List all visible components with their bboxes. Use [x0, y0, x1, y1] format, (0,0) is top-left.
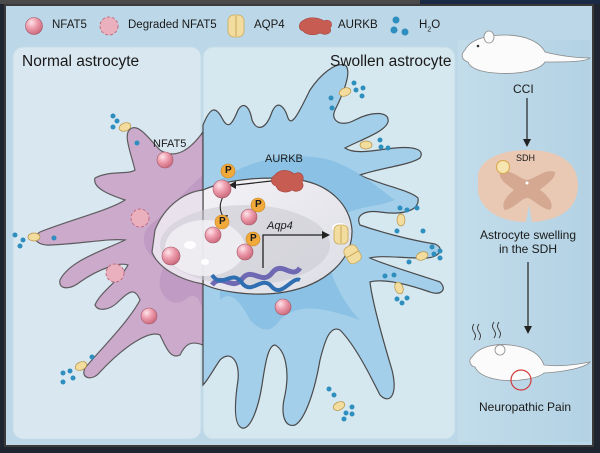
legend-icons: [25, 14, 409, 38]
astrocyte-swelling-label: Astrocyte swelling in the SDH: [479, 228, 577, 256]
nfat5-icon: [161, 246, 181, 266]
aurkb-label: AURKB: [265, 153, 303, 165]
legend-label-nfat5: NFAT5: [52, 19, 87, 31]
nfat5-icon: [156, 151, 174, 169]
degraded-nfat5-icon: [130, 208, 150, 228]
nfat5-icon: [274, 298, 292, 316]
nfat5-icon: [236, 243, 254, 261]
legend-aurkb-icon: [299, 17, 332, 36]
legend-label-aurkb: AURKB: [338, 19, 378, 31]
normal-astrocyte-title: Normal astrocyte: [22, 53, 140, 70]
legend-degraded-nfat5-icon: [99, 16, 119, 36]
pain-mouse-icon: [469, 321, 592, 391]
nfat5-icon: [212, 179, 232, 199]
legend-label-aqp4: AQP4: [254, 19, 285, 31]
neuropathic-pain-label: Neuropathic Pain: [479, 400, 572, 414]
phospho-label: P: [250, 233, 257, 244]
mouse-icon: [461, 30, 592, 74]
cci-label: CCI: [513, 82, 534, 96]
swollen-astrocyte-title: Swollen astrocyte: [330, 53, 452, 70]
aurkb-icon: [271, 170, 304, 193]
nfat5-icon: [204, 226, 222, 244]
phospho-groups: [214, 163, 266, 247]
sdh-label: SDH: [516, 153, 536, 163]
legend-label-water: H2O: [419, 19, 441, 34]
nfat5-icon: [240, 208, 258, 226]
dna-helix-icon: [210, 265, 303, 292]
nfat5-molecules: [140, 151, 292, 325]
phospho-label: P: [225, 165, 232, 176]
aqp4-channels: [333, 224, 362, 265]
legend-water-icon: [390, 16, 409, 36]
water-molecules: [12, 80, 443, 422]
phospho-label: P: [255, 199, 262, 210]
degraded-nfat5-icon: [105, 263, 125, 283]
transcription-arrow: [262, 234, 322, 268]
top-edge: [0, 0, 600, 4]
nfat5-label: NFAT5: [153, 138, 187, 150]
aqp4-process-channels: [27, 87, 429, 411]
degraded-nfat5-molecules: [105, 208, 150, 283]
phospho-label: P: [219, 216, 226, 227]
aqp4-gene-label: Aqp4: [267, 220, 293, 232]
legend-aqp4-icon: [227, 14, 245, 38]
legend-nfat5-icon: [25, 17, 43, 35]
legend-label-degraded-nfat5: Degraded NFAT5: [128, 19, 217, 31]
pain-indicator-circle: [510, 369, 532, 391]
spinal-cord-icon: [477, 150, 578, 222]
nfat5-icon: [140, 307, 158, 325]
